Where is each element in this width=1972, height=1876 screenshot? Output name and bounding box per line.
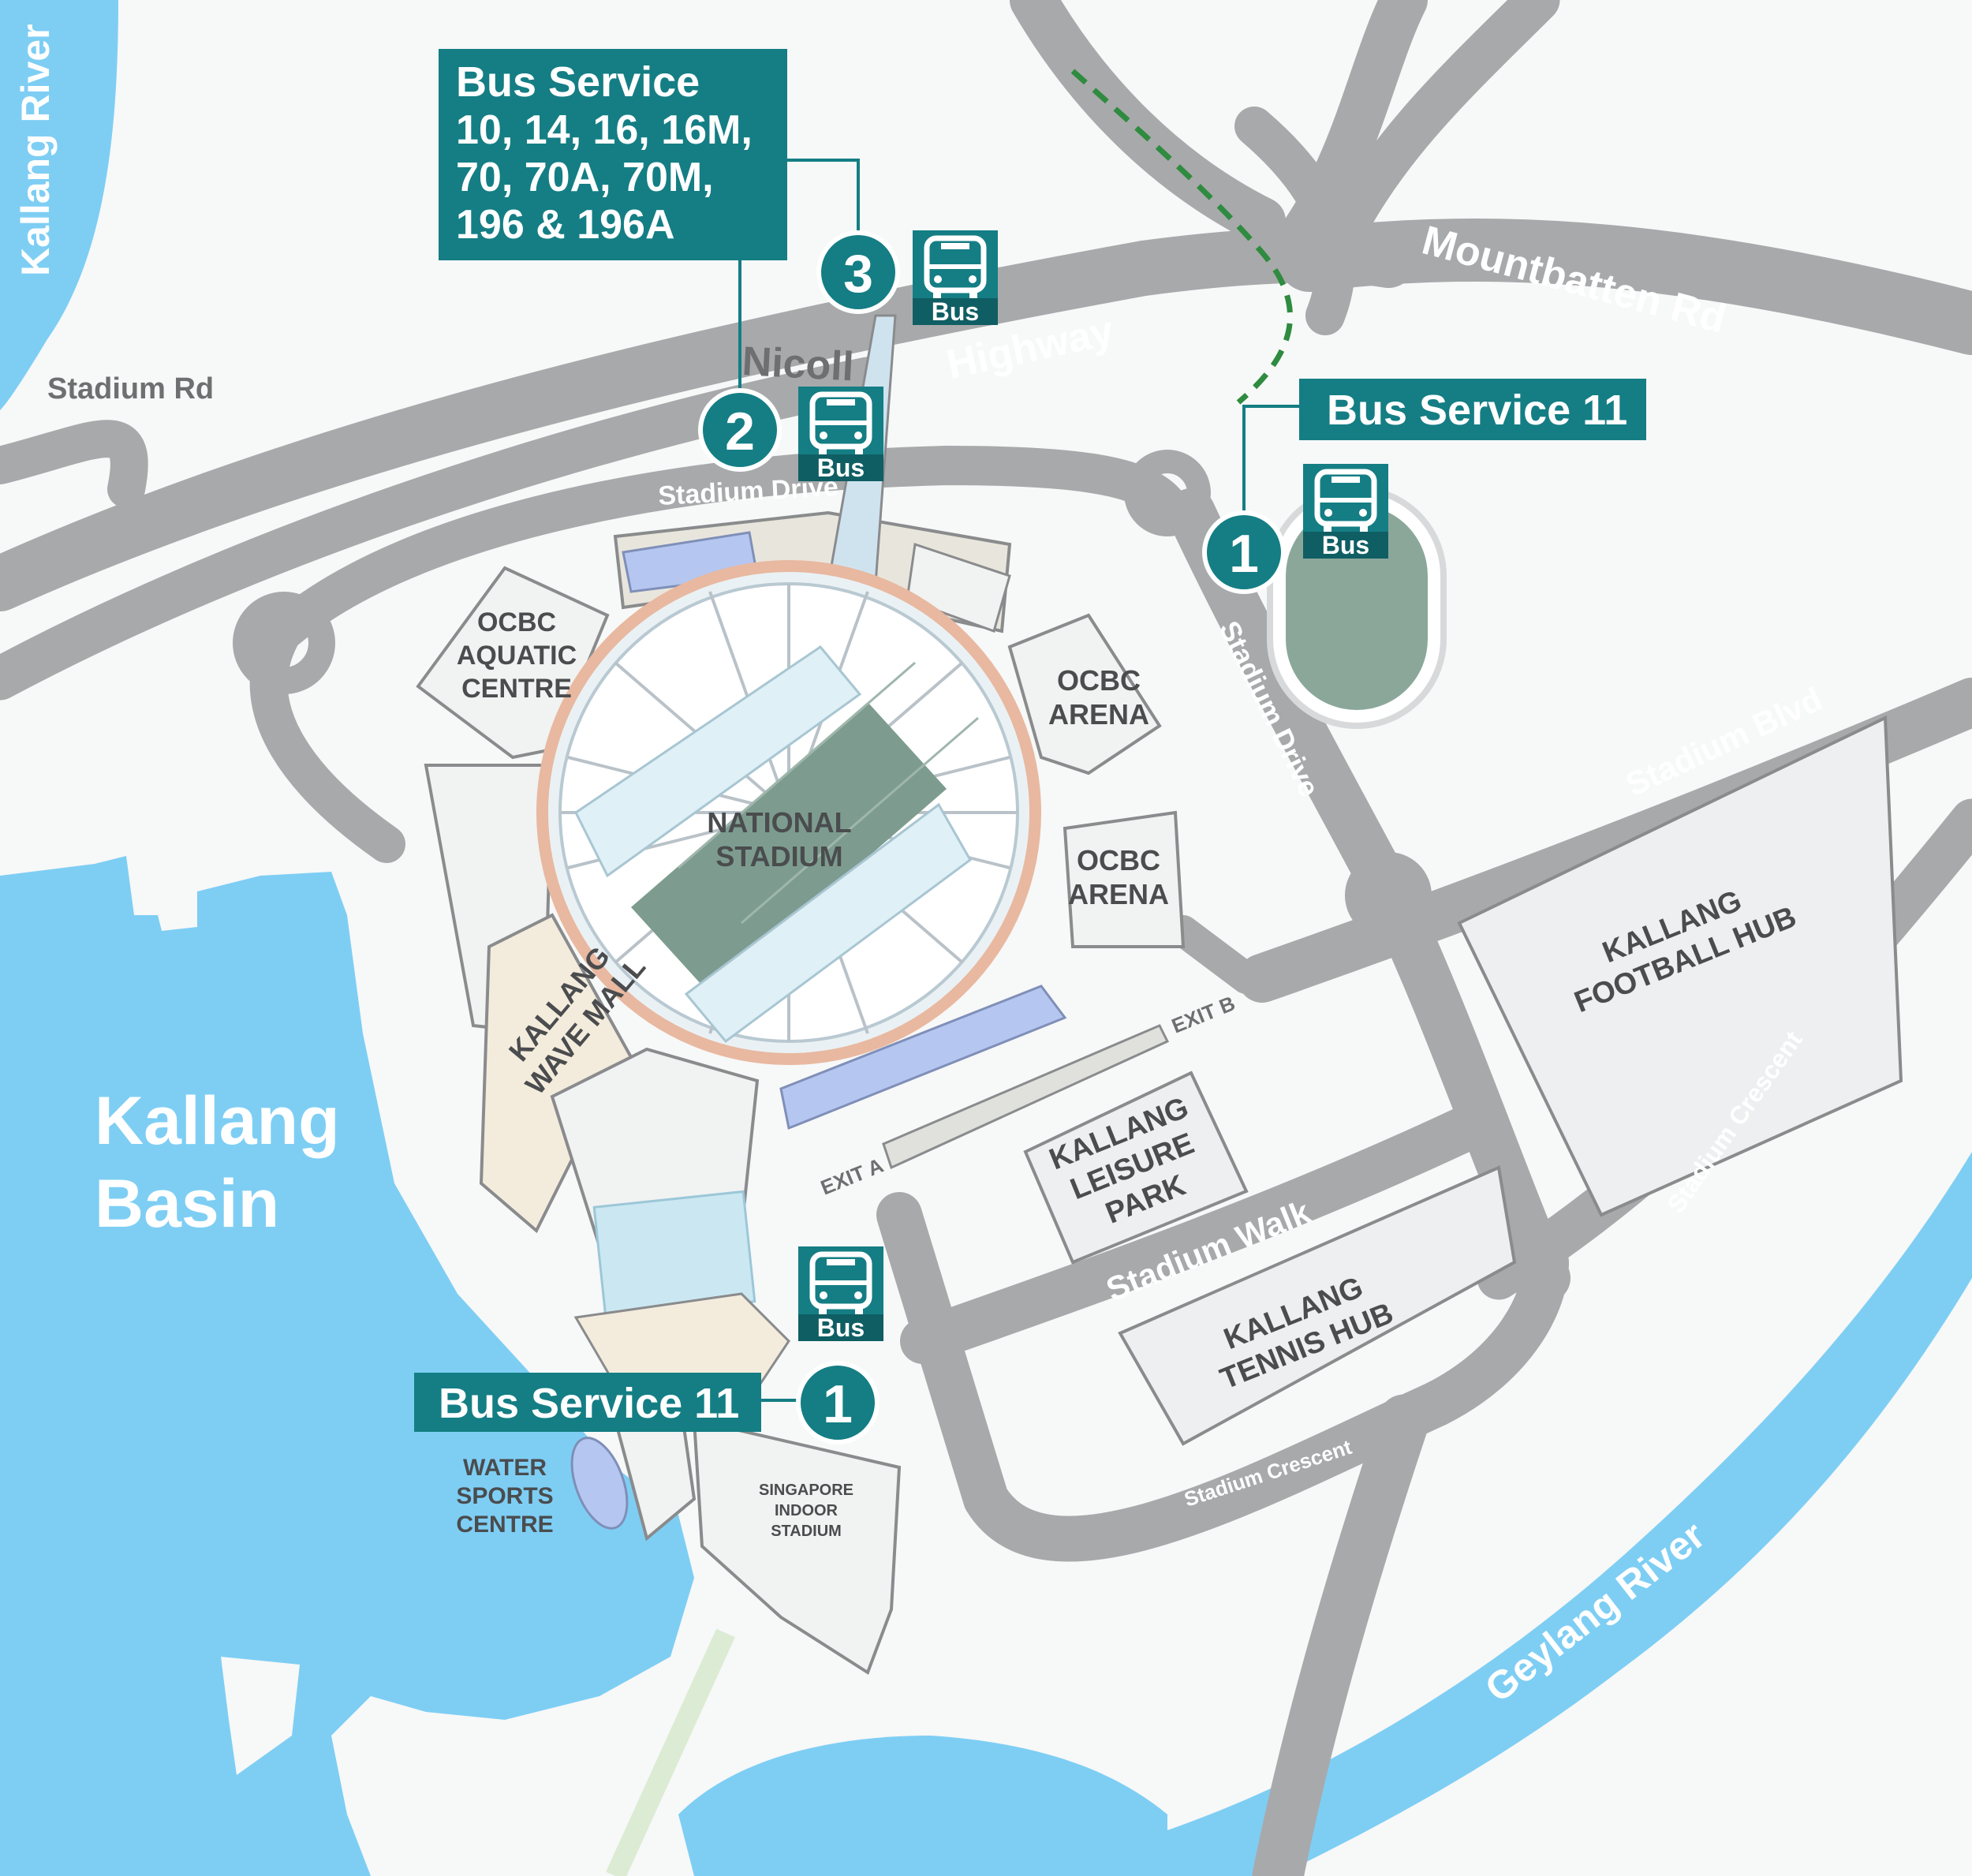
svg-text:CENTRE: CENTRE (456, 1512, 553, 1538)
svg-text:1: 1 (1229, 524, 1259, 584)
svg-text:SINGAPORE: SINGAPORE (759, 1482, 853, 1499)
nicoll-label: Nicoll (741, 338, 854, 390)
kallang-basin-label-2: Basin (95, 1166, 279, 1242)
kallang-river-water (0, 0, 118, 410)
svg-text:Bus Service: Bus Service (456, 58, 700, 106)
basin-bottom-water (678, 1736, 1167, 1876)
south-stand-bld (779, 985, 1067, 1130)
kallang-river-label: Kallang River (13, 24, 58, 276)
water-sports-pool (570, 1437, 629, 1530)
buildings (416, 314, 1903, 1676)
green-link (606, 1628, 735, 1876)
svg-text:1: 1 (823, 1374, 853, 1434)
water-sports-label: WATER SPORTS CENTRE (456, 1455, 553, 1538)
kallang-basin-water (0, 856, 694, 1876)
national-stadium-label: NATIONAL STADIUM (707, 806, 851, 873)
courts (906, 543, 1011, 633)
football-hub-bld (1457, 715, 1903, 1217)
svg-text:CENTRE: CENTRE (461, 674, 572, 704)
svg-text:NATIONAL: NATIONAL (707, 806, 851, 839)
bus-service-south[interactable]: Bus Service 11 (414, 1373, 761, 1432)
svg-text:STADIUM: STADIUM (715, 840, 842, 873)
roof-north (574, 645, 862, 878)
bus-icon-east: Bus (1303, 464, 1388, 559)
arena-bottom-bld (1063, 810, 1186, 948)
leader-lines (738, 159, 1299, 1402)
svg-text:INDOOR: INDOOR (775, 1502, 838, 1519)
svg-text:Bus: Bus (932, 297, 979, 326)
svg-text:ARENA: ARENA (1048, 698, 1149, 731)
leisure-park-bld (1023, 1071, 1249, 1265)
tennis-hub-bld (1118, 1165, 1517, 1446)
svg-text:OCBC: OCBC (477, 607, 556, 637)
national-stadium (536, 560, 1041, 1065)
svg-text:ARENA: ARENA (1068, 878, 1169, 910)
stadium-rd-label: Stadium Rd (47, 372, 214, 405)
svg-text:Bus Service 11: Bus Service 11 (439, 1380, 739, 1427)
svg-text:AQUATIC: AQUATIC (457, 641, 577, 671)
svg-text:SPORTS: SPORTS (456, 1483, 553, 1509)
stop-2[interactable]: 2 (698, 388, 782, 472)
stop-3[interactable]: 3 (816, 230, 900, 314)
svg-text:196 & 196A: 196 & 196A (456, 202, 675, 248)
stop-1-south[interactable]: 1 (796, 1361, 880, 1444)
bus-icon-south: Bus (798, 1246, 883, 1342)
stop-1-east[interactable]: 1 (1202, 510, 1286, 594)
svg-text:Bus: Bus (817, 454, 865, 482)
bus-icon-north: Bus (913, 230, 998, 326)
roof-south (684, 802, 972, 1044)
bus-service-north[interactable]: Bus Service 10, 14, 16, 16M, 70, 70A, 70… (439, 49, 787, 260)
svg-text:Bus: Bus (1322, 531, 1369, 559)
bus-icon-nicoll: Bus (798, 387, 883, 482)
arena-bottom-label: OCBC ARENA (1068, 844, 1169, 910)
pitch (631, 702, 947, 994)
covered-walkway (1070, 69, 1293, 405)
bottom-islands (221, 1657, 300, 1775)
arena-top-bld (1007, 613, 1162, 775)
svg-text:Bus Service 11: Bus Service 11 (1327, 387, 1627, 434)
indoor-stadium-bld (692, 1418, 902, 1676)
indoor-stadium-label: SINGAPORE INDOOR STADIUM (759, 1482, 853, 1540)
aquatic-centre-label: OCBC AQUATIC CENTRE (457, 607, 577, 704)
svg-text:WATER: WATER (463, 1455, 547, 1481)
arena-top-label: OCBC ARENA (1048, 664, 1149, 731)
svg-text:2: 2 (725, 402, 755, 462)
bus-service-east[interactable]: Bus Service 11 (1299, 379, 1646, 440)
svg-text:70, 70A, 70M,: 70, 70A, 70M, (456, 155, 714, 200)
svg-text:OCBC: OCBC (1057, 664, 1141, 697)
kallang-basin-label-1: Kallang (95, 1083, 340, 1159)
exit-a-wall (882, 1024, 1170, 1170)
svg-text:OCBC: OCBC (1077, 844, 1160, 876)
svg-text:Bus: Bus (817, 1314, 865, 1342)
svg-text:10, 14, 16, 16M,: 10, 14, 16, 16M, (456, 107, 753, 153)
svg-text:STADIUM: STADIUM (771, 1523, 842, 1540)
svg-text:3: 3 (843, 244, 873, 304)
